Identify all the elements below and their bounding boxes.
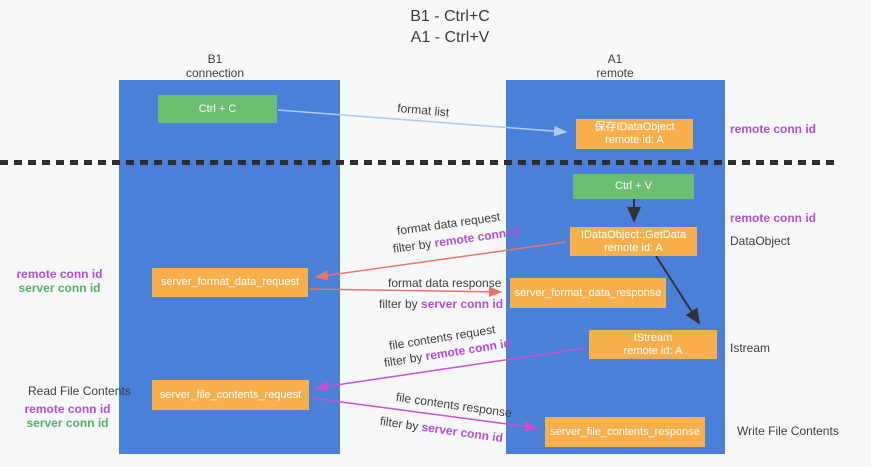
node-save-idataobject-line1: 保存IDataObject <box>594 121 675 133</box>
node-istream-line2: remote id: A <box>623 344 683 357</box>
filter-by-text: filter by <box>383 349 424 370</box>
lane-b1-name: B1 <box>207 52 223 66</box>
node-server-format-data-response: server_format_data_response <box>510 278 666 308</box>
right-label-istream: Istream <box>730 341 771 355</box>
node-ctrl-v-label: Ctrl + V <box>615 180 652 192</box>
node-server-format-data-request-label: server_format_data_request <box>160 276 300 288</box>
node-save-idataobject: 保存IDataObject remote id: A <box>576 119 693 149</box>
left-label-server-conn-id-2: server conn id <box>26 416 109 430</box>
label-format-data-response: format data response <box>388 276 502 290</box>
node-server-format-data-response-label: server_format_data_response <box>514 286 662 299</box>
node-idataobject-getdata: IDataObject::GetData remote id: A <box>570 227 697 256</box>
lane-b1-role: connection <box>185 66 245 80</box>
server-conn-id-text: server conn id <box>420 419 504 446</box>
title-line-1: B1 - Ctrl+C <box>410 8 490 25</box>
lane-header-b1: B1 connection <box>160 52 270 80</box>
label-filter-server-2: filter by server conn id <box>379 414 504 445</box>
node-ctrl-c-label: Ctrl + C <box>198 102 237 115</box>
node-server-file-contents-request-label: server_file_contents_request <box>159 388 302 401</box>
right-label-dataobject: DataObject <box>730 234 791 248</box>
label-file-contents-response: file contents response <box>395 390 513 421</box>
right-label-remote-conn-id-mid: remote conn id <box>730 211 817 225</box>
node-server-file-contents-response: server_file_contents_response <box>545 417 705 447</box>
node-istream: IStream remote id: A <box>589 330 717 359</box>
label-format-list: format list <box>396 101 450 120</box>
lane-header-a1: A1 remote <box>560 52 670 80</box>
filter-by-text: filter by <box>379 414 420 434</box>
diagram-title: B1 - Ctrl+C A1 - Ctrl+V <box>330 6 570 48</box>
left-label-remote-conn-id-1: remote conn id <box>16 267 103 281</box>
left-label-read-file-contents: Read File Contents <box>28 384 131 398</box>
node-ctrl-c: Ctrl + C <box>158 95 277 123</box>
node-istream-line1: IStream <box>633 331 673 344</box>
node-ctrl-v: Ctrl + V <box>573 174 694 199</box>
node-getdata-line1: IDataObject::GetData <box>580 228 687 241</box>
node-getdata-line2: remote id: A <box>604 241 663 254</box>
lane-a1-role: remote <box>596 66 634 80</box>
right-label-remote-conn-id-top: remote conn id <box>730 122 817 136</box>
filter-by-text: filter by <box>379 297 418 311</box>
server-conn-id-text: server conn id <box>421 297 504 311</box>
filter-by-text: filter by <box>392 236 433 256</box>
node-server-format-data-request: server_format_data_request <box>152 268 308 297</box>
left-label-remote-conn-id-2: remote conn id <box>24 402 111 416</box>
right-label-write-file-contents: Write File Contents <box>737 424 839 438</box>
node-server-file-contents-request: server_file_contents_request <box>152 380 309 410</box>
lane-a1-name: A1 <box>607 52 623 66</box>
label-filter-server-1: filter by server conn id <box>379 297 503 311</box>
title-line-2: A1 - Ctrl+V <box>410 29 490 46</box>
node-save-idataobject-line2: remote id: A <box>605 134 664 146</box>
node-server-file-contents-response-label: server_file_contents_response <box>550 425 700 438</box>
left-label-server-conn-id-1: server conn id <box>18 281 101 295</box>
session-divider-dashed-line <box>0 160 838 165</box>
